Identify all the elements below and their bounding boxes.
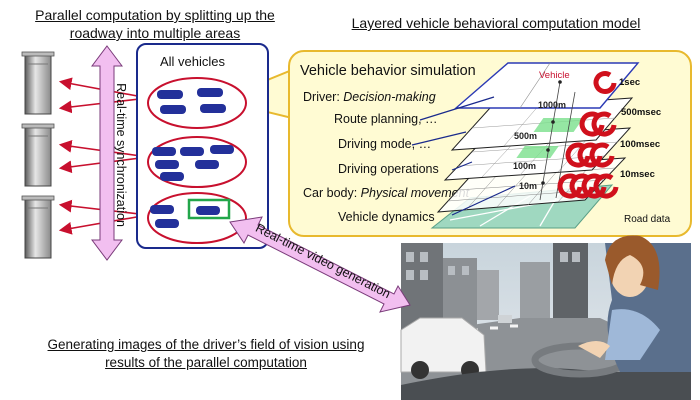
layer-period-100msec: 100msec: [620, 139, 661, 150]
car-body-prefix: Car body:: [303, 186, 361, 200]
driver-prefix: Driver:: [303, 90, 344, 104]
layer-period-10msec: 10msec: [620, 169, 655, 180]
driver-desc: Decision-making: [343, 90, 436, 104]
driving-operations-label: Driving operations: [338, 162, 439, 176]
vehicle-tag: Vehicle: [539, 70, 570, 81]
layer-scale-1000m: 1000m: [538, 100, 567, 110]
driving-mode-label: Driving mode, …: [338, 137, 432, 151]
road-data-label: Road data: [624, 214, 671, 225]
left-title: Parallel computation by splitting up the…: [35, 7, 275, 41]
layer-scale-100m: 100m: [513, 161, 537, 171]
layer-period-500msec: 500msec: [621, 107, 662, 118]
server-icon: [21, 51, 55, 115]
layer-scale-10m: 10m: [519, 181, 538, 191]
route-planning-label: Route planning, …: [334, 112, 438, 126]
all-vehicles-label: All vehicles: [160, 54, 226, 69]
vehicle-dynamics-label: Vehicle dynamics: [338, 210, 435, 224]
layer-scale-500m: 500m: [514, 131, 538, 141]
server-icon: [21, 123, 55, 187]
layer-period-1sec: 1sec: [619, 77, 641, 88]
driver-label: Driver: Decision-making: [303, 90, 436, 104]
bottom-caption: Generating images of the driver’s field …: [47, 337, 365, 370]
server-icon: [21, 195, 55, 259]
video-label: Real-time video generation: [253, 220, 393, 302]
sync-double-arrow: [91, 45, 123, 261]
right-title: Layered vehicle behavioral computation m…: [351, 15, 641, 31]
simulation-title: Vehicle behavior simulation: [300, 63, 476, 79]
